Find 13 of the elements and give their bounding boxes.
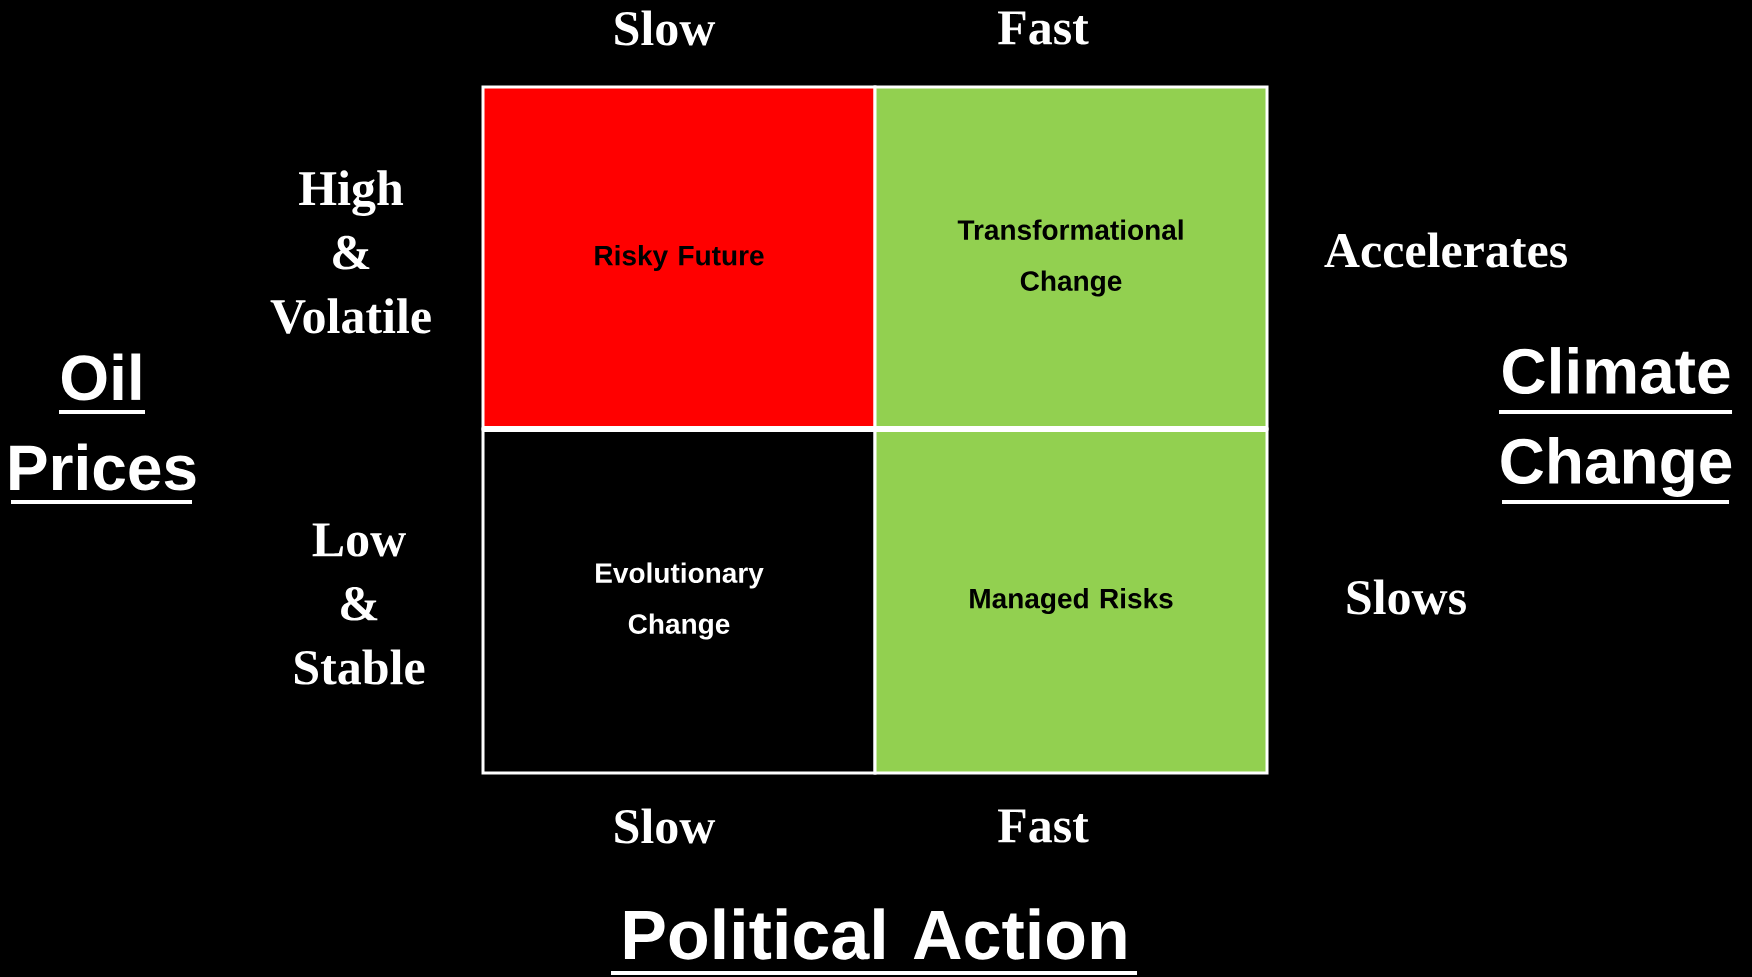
axis-label: Fast	[998, 11, 1089, 45]
axis-label: Slows	[1347, 579, 1466, 615]
axis-label: Accelerates	[1324, 232, 1567, 268]
quadrant-box: Managed Risks	[873, 427, 1269, 775]
axis-label: Low & Stable	[295, 523, 425, 685]
axis-title: Oil Prices	[10, 353, 196, 504]
quadrant-box: Evolutionary Change	[481, 427, 877, 775]
axis-title: Political Action	[611, 908, 1137, 975]
quadrant-box: Risky Future	[481, 85, 877, 431]
axis-label: Fast	[998, 809, 1089, 843]
axis-label: High & Volatile	[270, 170, 431, 334]
axis-title: Climate Change	[1499, 347, 1732, 504]
quadrant-box: Transformational Change	[873, 85, 1269, 431]
